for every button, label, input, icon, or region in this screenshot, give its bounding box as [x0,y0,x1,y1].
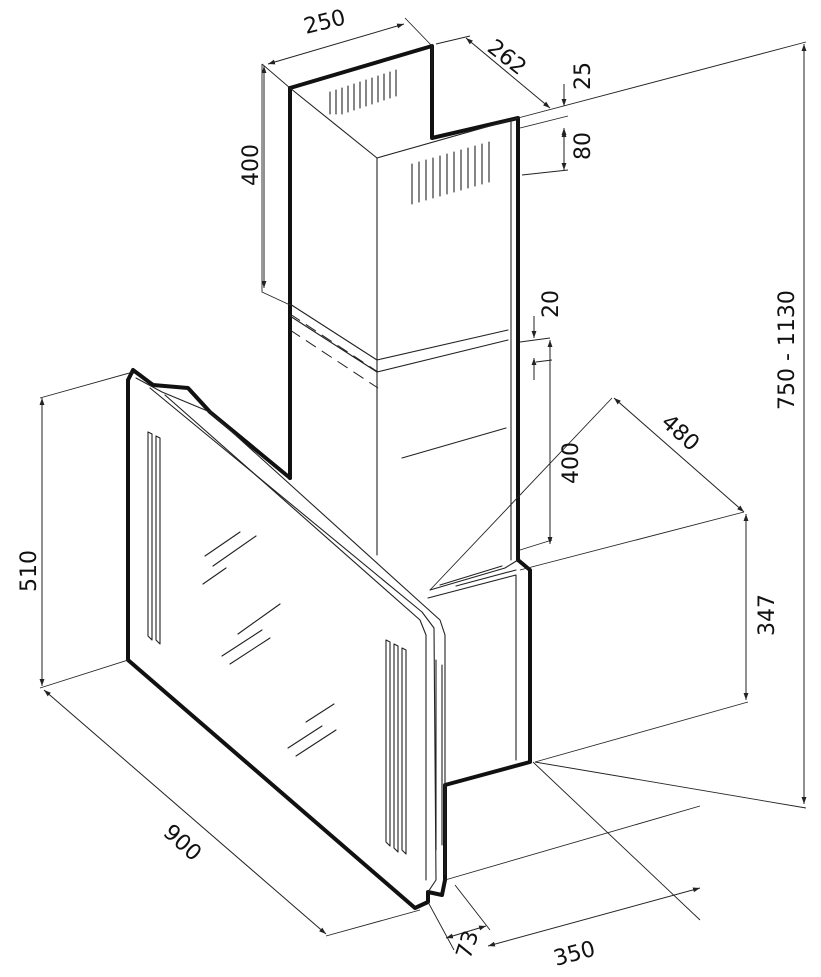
label-vent-height: 80 [571,132,596,160]
dim-lower-chimney [520,340,552,550]
glass-right-light-strip [386,640,406,854]
label-overlap: 20 [539,290,564,318]
dim-body-height [535,514,748,762]
label-hood-depth: 480 [656,410,704,457]
label-body-height: 347 [755,594,780,636]
label-total-height: 750 - 1130 [775,290,800,410]
label-upper-chimney: 400 [239,144,264,186]
label-glass-offset: 73 [452,927,484,961]
hood-body [428,560,530,880]
front-vent-slots [412,142,489,204]
glass-left-light-strip [148,432,160,644]
label-width: 900 [158,820,206,867]
label-body-depth: 350 [551,937,598,972]
dim-hood-depth [430,398,744,590]
label-chimney-width: 250 [301,5,348,39]
dim-upper-chimney [262,64,290,305]
label-chimney-depth: 262 [482,35,530,81]
dim-glass-height [40,372,133,688]
label-top-offset: 25 [571,62,596,90]
upper-chimney [290,46,518,560]
back-vent-slots [330,70,396,114]
dim-width [44,690,700,936]
label-glass-height: 510 [17,550,42,592]
label-lower-chimney: 400 [559,442,584,484]
dim-overlap [520,316,552,380]
dim-vent-height [522,130,568,175]
glass-reflection-marks [203,532,336,756]
dim-top-offset [518,42,806,150]
dim-body-depth [488,762,700,946]
